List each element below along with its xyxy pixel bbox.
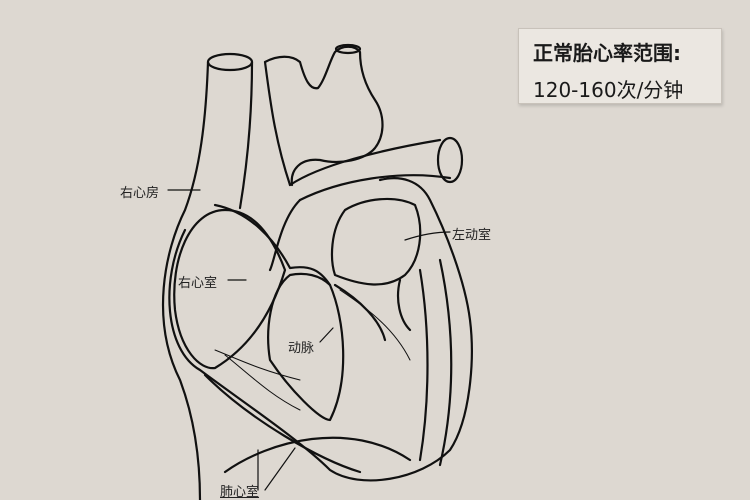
label-right-ventricle: 右心室 <box>178 276 218 291</box>
right-ventricle-chamber <box>173 208 287 370</box>
leader-left-ventricle <box>404 231 451 241</box>
heart-outline <box>168 177 473 482</box>
leader-artery <box>319 327 334 343</box>
info-box: 正常胎心率范围: 120-160次/分钟 <box>518 28 722 104</box>
leader-pulmonary <box>257 447 296 491</box>
label-pulmonary-ventricle: 肺心室 <box>220 485 260 500</box>
label-left-ventricle: 左动室 <box>452 228 492 243</box>
pulmonary-artery <box>288 138 452 202</box>
info-box-range: 120-160次/分钟 <box>533 78 684 102</box>
artery-chamber <box>267 272 345 422</box>
left-ventricle-chamber <box>330 197 422 286</box>
vena-cava-top <box>206 52 254 72</box>
label-artery: 动脉 <box>288 341 315 356</box>
info-box-title: 正常胎心率范围: <box>533 41 681 65</box>
label-right-atrium: 右心房 <box>120 186 160 201</box>
vena-cava <box>161 60 210 500</box>
aorta <box>263 45 384 187</box>
